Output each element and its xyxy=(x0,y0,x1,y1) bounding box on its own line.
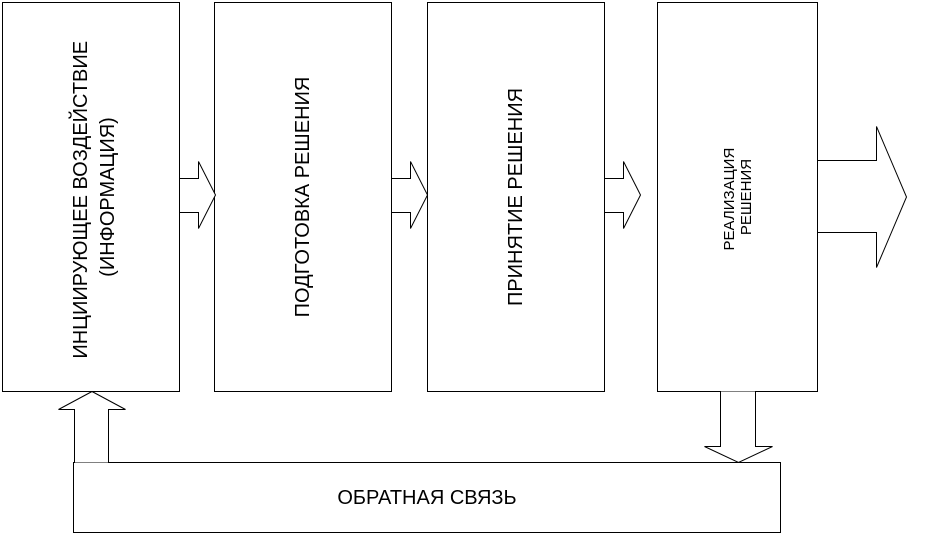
stage-label-line: ИНЦИИРУЮЩЕЕ ВОЗДЕЙСТВИЕ xyxy=(68,41,92,359)
stage-label-decision-making: ПРИНЯТИЕ РЕШЕНИЯ xyxy=(505,88,527,306)
stage-label-line: (ИНФОРМАЦИЯ) xyxy=(97,117,119,277)
stage-label-initiating-influence: ИНЦИИРУЮЩЕЕ ВОЗДЕЙСТВИЕ (ИНФОРМАЦИЯ) xyxy=(68,35,119,358)
stage-label-line: ПОДГОТОВКА РЕШЕНИЯ xyxy=(292,77,314,318)
stage-box-decision-preparation xyxy=(214,2,392,392)
stage-label-decision-preparation: ПОДГОТОВКА РЕШЕНИЯ xyxy=(292,77,314,318)
stage-box-initiating-influence xyxy=(2,2,180,392)
flow-arrow-2 xyxy=(391,161,429,229)
flow-arrow-3 xyxy=(604,161,642,229)
stage-label-line: ПРИНЯТИЕ РЕШЕНИЯ xyxy=(505,88,527,306)
arrow-up-to-initiating xyxy=(58,390,126,463)
flow-arrow-1 xyxy=(179,161,217,229)
stage-box-decision-implementation xyxy=(657,2,818,392)
stage-label-line: РЕШЕНИЯ xyxy=(738,159,755,235)
feedback-box xyxy=(73,462,781,533)
arrow-down-to-feedback xyxy=(704,391,773,464)
stage-box-decision-making xyxy=(427,2,605,392)
output-arrow xyxy=(817,126,908,268)
feedback-label: ОБРАТНАЯ СВЯЗЬ xyxy=(337,487,516,509)
stage-label-decision-implementation: РЕАЛИЗАЦИЯ РЕШЕНИЯ xyxy=(721,144,755,251)
stage-label-line: РЕАЛИЗАЦИЯ xyxy=(721,148,738,251)
